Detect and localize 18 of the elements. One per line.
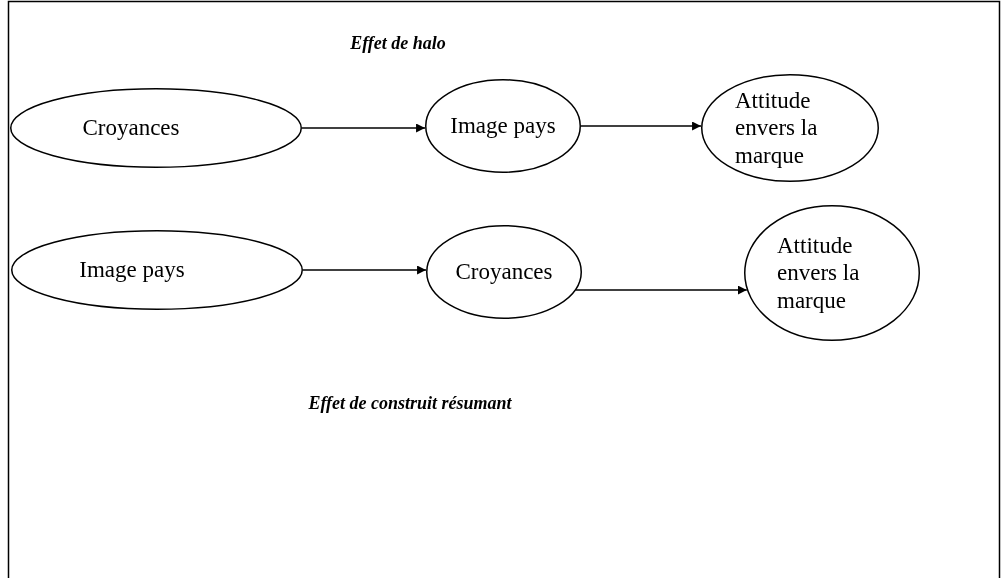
arrow [301, 123, 426, 133]
ellipse-node [426, 225, 582, 319]
ellipse-node [10, 88, 302, 168]
arrow [580, 121, 702, 131]
node-label: Image pays [79, 256, 185, 284]
node-label: Image pays [450, 112, 556, 140]
ellipse-node [425, 79, 581, 173]
node-label: Attitude envers la marque [777, 231, 861, 315]
arrow [302, 265, 427, 275]
ellipse-node [701, 74, 879, 182]
node-label: Croyances [82, 114, 180, 142]
diagram-caption: Effet de construit résumant [308, 393, 512, 414]
ellipse-node [744, 205, 920, 341]
node-label: Attitude envers la marque [735, 86, 819, 170]
node-label: Croyances [455, 258, 553, 286]
ellipse-node [11, 230, 303, 310]
arrow [575, 285, 748, 295]
diagram-title: Effet de halo [350, 33, 446, 54]
